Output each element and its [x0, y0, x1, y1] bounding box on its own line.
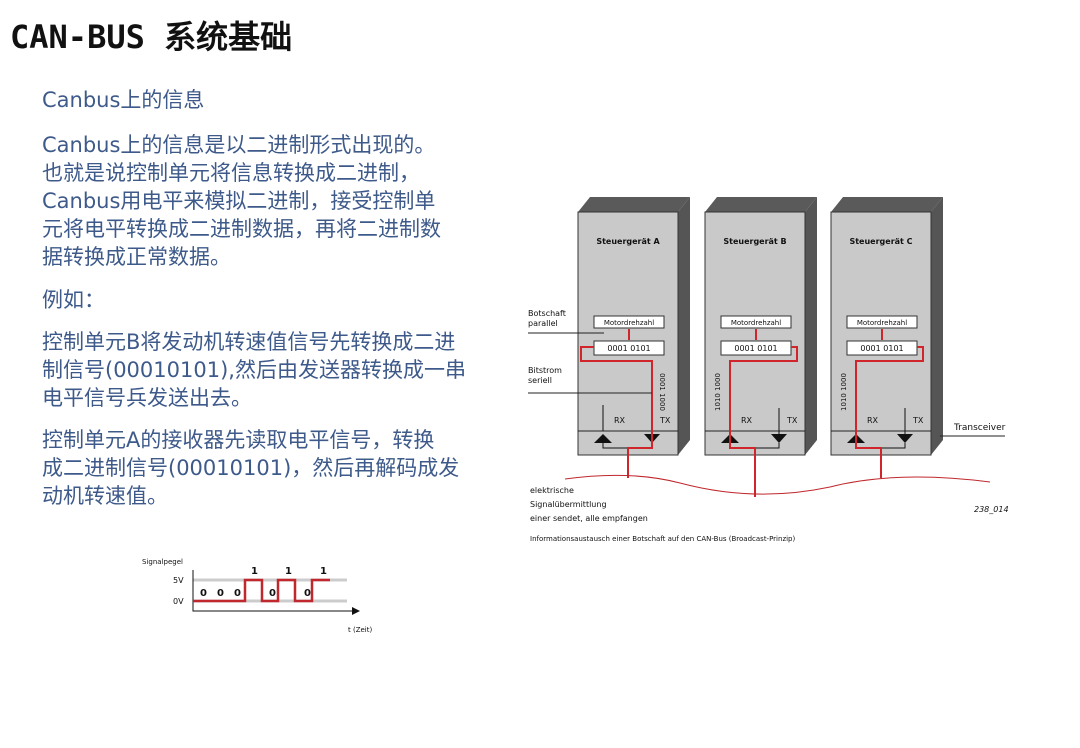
label-transceiver: Transceiver [953, 423, 1006, 433]
section-heading: Canbus上的信息 [42, 88, 205, 112]
signal-path [855, 346, 924, 478]
bit-label: 0 [234, 588, 241, 599]
rx-label: RX [741, 416, 753, 425]
bit-label: 0 [217, 588, 224, 599]
binary-value: 0001 0101 [734, 344, 777, 353]
serial-bits: 1010 1000 [714, 373, 722, 411]
text-line: 元将电平转换成二进制数据，再将二进制数 [42, 217, 441, 241]
bit-label: 0 [269, 588, 276, 599]
chart-tick-0v: 0V [173, 597, 184, 606]
transmitter-triangle-icon [771, 434, 787, 443]
label-parallel: Botschaft [528, 309, 566, 318]
text-line: 也就是说控制单元将信息转换成二进制， [42, 161, 420, 185]
text-line: 动机转速值。 [42, 484, 168, 508]
label-serial: Bitstrom [528, 366, 562, 375]
rx-label: RX [867, 416, 879, 425]
unit-title: Steuergerät C [849, 237, 912, 246]
message-label: Motordrehzahl [731, 319, 781, 327]
tx-label: TX [659, 416, 671, 425]
label-parallel: parallel [528, 319, 558, 328]
unit-title: Steuergerät B [723, 237, 786, 246]
text-line: 电平信号兵发送出去。 [42, 386, 252, 410]
label-signal: Signalübermittlung [530, 500, 607, 509]
text-line: 控制单元B将发动机转速值信号先转换成二进 [42, 330, 456, 354]
bit-label: 0 [200, 588, 207, 599]
binary-value: 0001 0101 [860, 344, 903, 353]
signal-path [580, 346, 653, 478]
serial-bits: 1010 1000 [840, 373, 848, 411]
message-label: Motordrehzahl [857, 319, 907, 327]
chart-tick-5v: 5V [173, 576, 184, 585]
text-line: Canbus上的信息是以二进制形式出现的。 [42, 133, 436, 157]
paragraph-3: 控制单元A的接收器先读取电平信号，转换 成二进制信号(00010101)，然后再… [42, 426, 459, 510]
bit-label: 1 [285, 566, 292, 577]
text-line: 据转换成正常数据。 [42, 245, 231, 269]
label-signal: elektrische [530, 486, 574, 495]
figure-caption: Informationsaustausch einer Botschaft au… [530, 535, 796, 543]
serial-bits: 0001 1000 [658, 373, 666, 411]
rx-label: RX [614, 416, 626, 425]
bit-label: 1 [320, 566, 327, 577]
transmitter-triangle-icon [897, 434, 913, 443]
tx-label: TX [786, 416, 798, 425]
message-label: Motordrehzahl [604, 319, 654, 327]
bit-label: 1 [251, 566, 258, 577]
signal-path [729, 346, 798, 497]
unit-title: Steuergerät A [596, 237, 660, 246]
text-line: Canbus用电平来模拟二进制，接受控制单 [42, 189, 436, 213]
receiver-triangle-icon [594, 434, 612, 443]
chart-xlabel: t (Zeit) [348, 626, 372, 634]
text-line: 制信号(00010101),然后由发送器转换成一串 [42, 358, 466, 382]
signal-waveform [193, 578, 330, 603]
tx-label: TX [912, 416, 924, 425]
text-line: 控制单元A的接收器先读取电平信号，转换 [42, 428, 435, 452]
text-line: 成二进制信号(00010101)，然后再解码成发 [42, 456, 460, 480]
label-signal: einer sendet, alle empfangen [530, 514, 648, 523]
chart-ylabel: Signalpegel [142, 558, 183, 566]
bus-signal-wave [564, 474, 991, 495]
example-label: 例如： [42, 288, 105, 312]
bit-label: 0 [304, 588, 311, 599]
page-title: CAN-BUS 系统基础 [10, 18, 293, 56]
paragraph-2: 控制单元B将发动机转速值信号先转换成二进 制信号(00010101),然后由发送… [42, 328, 466, 412]
label-serial: seriell [528, 376, 552, 385]
axis-arrow-icon [352, 607, 360, 615]
chart-axes [192, 570, 352, 612]
binary-value: 0001 0101 [607, 344, 650, 353]
paragraph-1: Canbus上的信息是以二进制形式出现的。 也就是说控制单元将信息转换成二进制，… [42, 131, 441, 271]
figure-id: 238_014 [974, 505, 1009, 514]
